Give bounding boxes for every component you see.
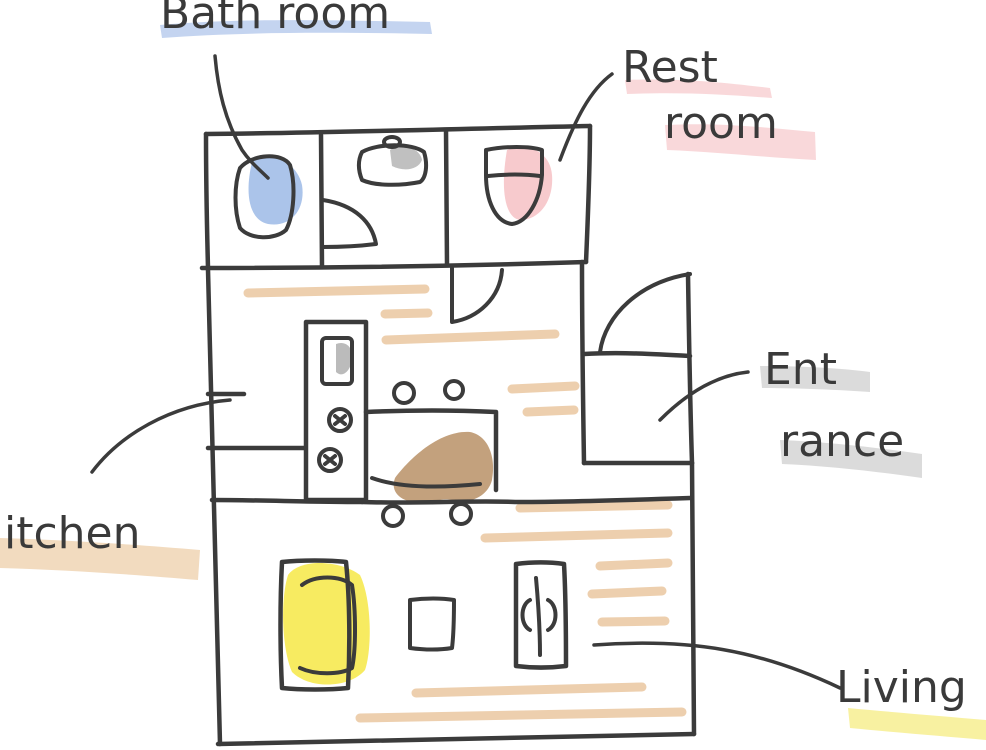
dining-table-edge [370,476,482,489]
wood-stroke [381,329,560,345]
bath-left-wall [203,131,211,271]
leader-lines [90,54,842,690]
entrance-highlight-1 [760,366,870,392]
kitchen-label: itchen [4,508,141,559]
tv-speaker-left [520,598,532,632]
entrance-label-line2: rance [780,416,904,467]
restroom-label-line2: room [664,98,778,149]
colour-fills [248,146,553,685]
toilet [484,145,544,226]
chair-2 [449,502,473,526]
service-divider-wall [199,259,589,271]
entrance-right-wall [685,271,695,466]
bathroom-door-swing [321,198,378,249]
stove-burner-1-mark [333,414,347,426]
living-highlight [848,708,986,740]
restroom-leader [558,72,614,162]
kitchen-counter [303,319,369,503]
top-wall [203,123,593,137]
sink-shade [390,146,422,170]
doors [321,198,692,354]
entrance-door-swing [598,272,692,354]
dining-counter [363,408,499,493]
restroom-door-swing [450,266,504,324]
left-outer-wall [205,267,223,747]
dining-table-fill [393,431,494,504]
kitchen-highlight [0,538,200,580]
living-leader [592,641,842,690]
tv-screen [534,576,542,657]
sofa-frame [278,558,352,692]
sink-faucet [382,135,402,149]
stove-burner-2 [317,447,343,473]
sink-basin [357,143,429,187]
right-outer-wall [689,460,697,737]
bathroom-highlight [160,20,432,38]
wood-stroke [380,308,433,319]
kitchen-sink [320,336,354,386]
wood-stroke [587,586,667,599]
wood-floor-strokes [243,284,687,723]
bath-sink-partition [318,132,325,270]
label-highlights [0,20,986,740]
bathroom-label: Bath room [160,0,390,39]
living-label: Living [836,662,967,713]
stool-2 [443,379,465,401]
wood-stroke [522,405,579,417]
room-labels: Bath room Rest room Ent rance itchen Liv… [4,0,967,713]
wood-stroke [411,682,647,698]
restroom-highlight-2 [665,124,816,160]
restroom-label-line1: Rest [622,42,718,93]
entrance-highlight-2 [780,440,922,478]
wood-stroke [480,528,673,543]
toilet-fill [503,147,553,220]
fixtures [233,135,544,240]
stove-burner-2-mark [323,454,337,466]
sink-toilet-partition [443,127,450,268]
wood-stroke [595,558,673,571]
stove-burner-1 [327,407,353,433]
entrance-label-line1: Ent [764,344,837,395]
tv-speaker-right [546,598,558,632]
entrance-left-wall [579,259,587,466]
kitchen-fixtures [303,319,499,528]
entrance-leader [658,370,750,422]
kitchen-leader [90,398,232,474]
wood-stroke [515,500,673,513]
sofa-cushion [298,575,357,676]
tv-stand [513,560,569,670]
wood-stroke [507,381,580,394]
restroom-right-wall [583,123,593,265]
wood-stroke [243,284,430,298]
wood-stroke [355,707,687,723]
entrance-step [581,350,693,359]
restroom-highlight-1 [625,79,772,98]
bottom-wall [215,731,697,747]
chair-1 [381,504,405,528]
bathroom-leader [213,54,270,180]
living-fixtures [278,558,569,692]
bathtub [233,154,296,240]
kitchen-bottom-wall-right [359,495,693,505]
coffee-table [408,596,456,652]
toilet-tank-line [486,172,542,178]
wood-stroke [597,616,670,627]
stool-1 [392,381,416,405]
fridge-shade [336,342,353,375]
